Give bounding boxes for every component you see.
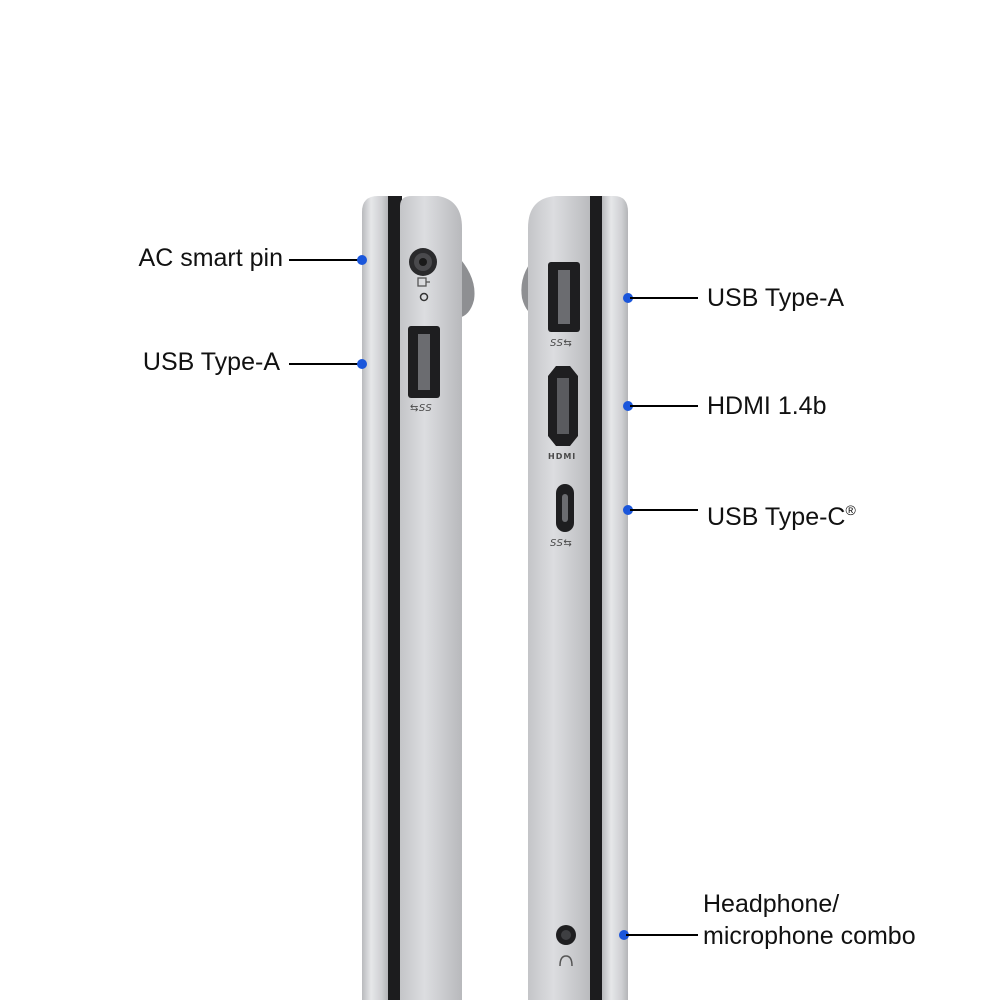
lid-edge xyxy=(602,196,628,1000)
registered-mark: ® xyxy=(845,502,856,518)
callout-label: HDMI 1.4b xyxy=(707,392,827,420)
callout-label-line1: Headphone/ xyxy=(703,890,840,918)
charge-led xyxy=(419,292,429,302)
leader-line xyxy=(630,405,698,407)
callout-usb-type-a-right: USB Type-A xyxy=(707,282,844,314)
callout-dot xyxy=(357,255,367,265)
lid-edge xyxy=(362,196,388,1000)
headset-glyph-icon xyxy=(559,955,573,967)
hinge-gap xyxy=(590,196,604,1000)
leader-line xyxy=(630,509,698,511)
usb-a-right-marking: SS⇆ xyxy=(550,338,573,349)
leader-line xyxy=(289,363,361,365)
base-edge xyxy=(400,196,462,1000)
leader-line xyxy=(630,297,698,299)
callout-dot xyxy=(623,505,633,515)
usb-c-marking: SS⇆ xyxy=(550,538,573,549)
left-side-view xyxy=(362,196,475,1000)
callout-label: USB Type-A xyxy=(142,348,280,376)
callout-usb-type-a-left: USB Type-A xyxy=(143,346,280,378)
hinge-gap xyxy=(388,196,402,1000)
callout-dot xyxy=(623,401,633,411)
callout-label: USB Type-A xyxy=(707,284,845,312)
callout-headphone: Headphone/ microphone combo xyxy=(703,888,916,952)
usb-a-left-marking: ⇆SS xyxy=(410,403,433,414)
callout-ac-smart-pin: AC smart pin xyxy=(139,242,283,274)
callout-label: AC smart pin xyxy=(138,244,283,272)
hdmi-marking: HDMI xyxy=(548,452,577,461)
leader-line xyxy=(626,934,698,936)
callout-dot xyxy=(357,359,367,369)
callout-dot xyxy=(623,293,633,303)
callout-dot xyxy=(619,930,629,940)
callout-label: USB Type-C xyxy=(707,503,846,531)
callout-usb-type-c: USB Type-C® xyxy=(707,494,856,533)
power-glyph-icon xyxy=(417,277,430,287)
callout-hdmi: HDMI 1.4b xyxy=(707,390,826,422)
callout-label-line2: microphone combo xyxy=(703,922,916,950)
leader-line xyxy=(289,259,361,261)
right-side-view xyxy=(521,196,628,1000)
